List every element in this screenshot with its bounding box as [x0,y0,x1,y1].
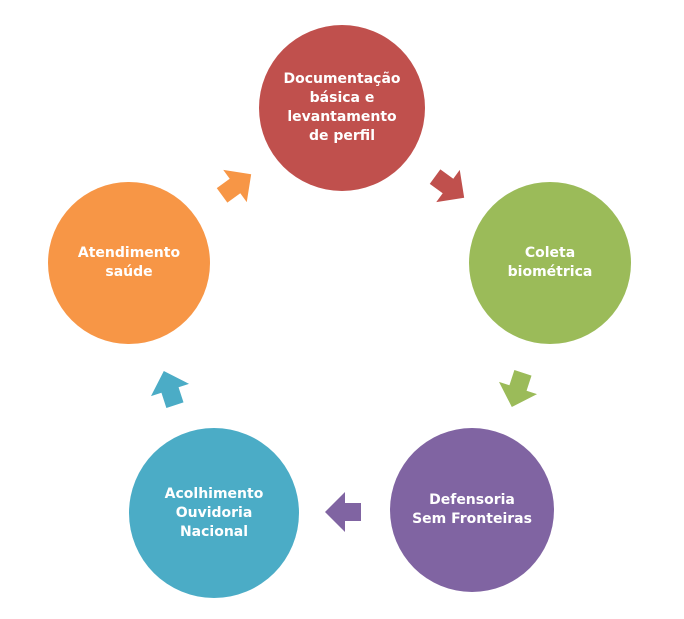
node-acolhimento: Acolhimento Ouvidoria Nacional [129,428,299,598]
node-label-coleta-biometrica: Coleta biométrica [507,245,593,280]
arrow-documentacao-to-coleta [429,169,465,203]
node-coleta-biometrica: Coleta biométrica [469,182,631,344]
node-label-defensoria: Defensoria Sem Fronteiras [412,492,532,527]
node-documentacao: Documentação básica e levantamento de pe… [259,25,425,191]
arrow-coleta-to-defensoria [498,370,538,408]
node-label-documentacao: Documentação básica e levantamento de pe… [283,71,401,144]
node-defensoria: Defensoria Sem Fronteiras [390,428,554,592]
arrow-acolhimento-to-atendimento [150,370,190,408]
arrow-defensoria-to-acolhimento [325,492,361,532]
node-label-acolhimento: Acolhimento Ouvidoria Nacional [164,485,264,540]
arrow-atendimento-to-documentacao [216,169,252,203]
node-atendimento-saude: Atendimento saúde [48,182,210,344]
node-label-atendimento-saude: Atendimento saúde [77,245,181,280]
